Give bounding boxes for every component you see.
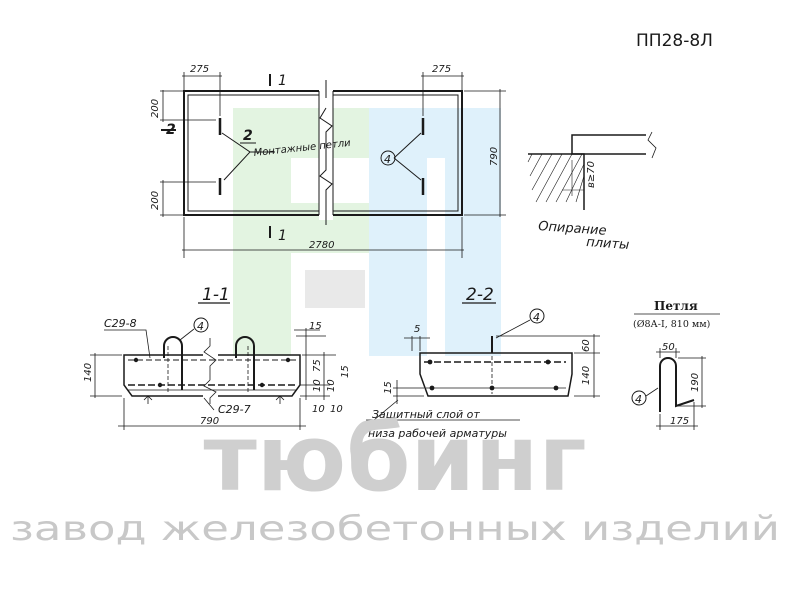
section-2-2-note-line2: низа рабочей арматуры — [368, 427, 507, 440]
plan-dim-right-top: 275 — [432, 64, 451, 75]
support-dim-b: в≥70 — [586, 161, 597, 188]
section-1-1-callout-4: 4 — [197, 320, 204, 333]
watermark-brand: тюбинг — [203, 405, 586, 512]
plan-dim-left-200-bottom: 200 — [150, 191, 161, 210]
plan-dim-right-height: 790 — [489, 147, 500, 166]
plan-section-mark-side: 2 — [166, 122, 176, 138]
watermark-tagline: завод железобетонных изделий — [10, 509, 780, 549]
section-1-1-dim-10-b: 10 — [326, 379, 337, 392]
section-1-1-dim-15-top: 15 — [309, 321, 322, 332]
plan-callout-2: 2 — [243, 128, 253, 144]
section-2-2-callout-4: 4 — [533, 311, 540, 324]
section-1-1-bar-top: С29-8 — [104, 317, 137, 330]
section-1-1-dim-10-a: 10 — [312, 379, 323, 392]
plan-dim-left-top: 275 — [190, 64, 209, 75]
section-1-1: 1-1 4 С29-8 С29-7 140 790 15 75 10 10 — [83, 285, 351, 430]
section-2-2: 2-2 4 5 60 140 15 Защитный слой от низа … — [366, 285, 600, 440]
support-label-line2: плиты — [586, 235, 630, 253]
loop-spec: (Ø8А-I, 810 мм) — [633, 319, 710, 330]
section-2-2-dim-60: 60 — [581, 339, 592, 352]
support-detail: в≥70 Опирание плиты — [527, 131, 657, 253]
section-1-1-title: 1-1 — [202, 285, 230, 305]
section-2-2-note-line1: Защитный слой от — [372, 408, 480, 421]
loop-dim-50: 50 — [662, 342, 675, 353]
section-1-1-dim-10-c: 10 — [312, 404, 325, 415]
loop-detail: Петля (Ø8А-I, 810 мм) 50 190 175 4 — [631, 299, 720, 430]
plan-dim-bottom-length: 2780 — [309, 240, 334, 251]
section-2-2-title: 2-2 — [466, 285, 494, 305]
loop-dim-175: 175 — [670, 416, 689, 427]
section-2-2-dim-140: 140 — [581, 366, 592, 385]
loop-callout-4: 4 — [635, 393, 642, 406]
section-1-1-dim-width: 790 — [200, 416, 219, 427]
section-1-1-dim-height: 140 — [83, 363, 94, 382]
section-2-2-dim-5: 5 — [414, 324, 420, 335]
logo-blocks-watermark — [233, 108, 501, 356]
drawing-title: ПП28-8Л — [636, 31, 713, 51]
section-1-1-bar-bottom: С29-7 — [218, 403, 251, 416]
section-1-1-dim-75: 75 — [312, 359, 323, 372]
section-2-2-dim-15: 15 — [383, 381, 394, 394]
plan-callout-4: 4 — [384, 153, 391, 166]
plan-dim-left-200-top: 200 — [150, 99, 161, 118]
support-label-line1: Опирание — [538, 219, 607, 239]
section-1-1-dim-10-d: 10 — [330, 404, 343, 415]
loop-title: Петля — [654, 299, 698, 313]
plan-section-mark-bottom: 1 — [278, 228, 287, 244]
loop-dim-190: 190 — [690, 373, 701, 392]
plan-section-mark-top: 1 — [278, 73, 287, 89]
section-1-1-dim-15-right: 15 — [340, 365, 351, 378]
